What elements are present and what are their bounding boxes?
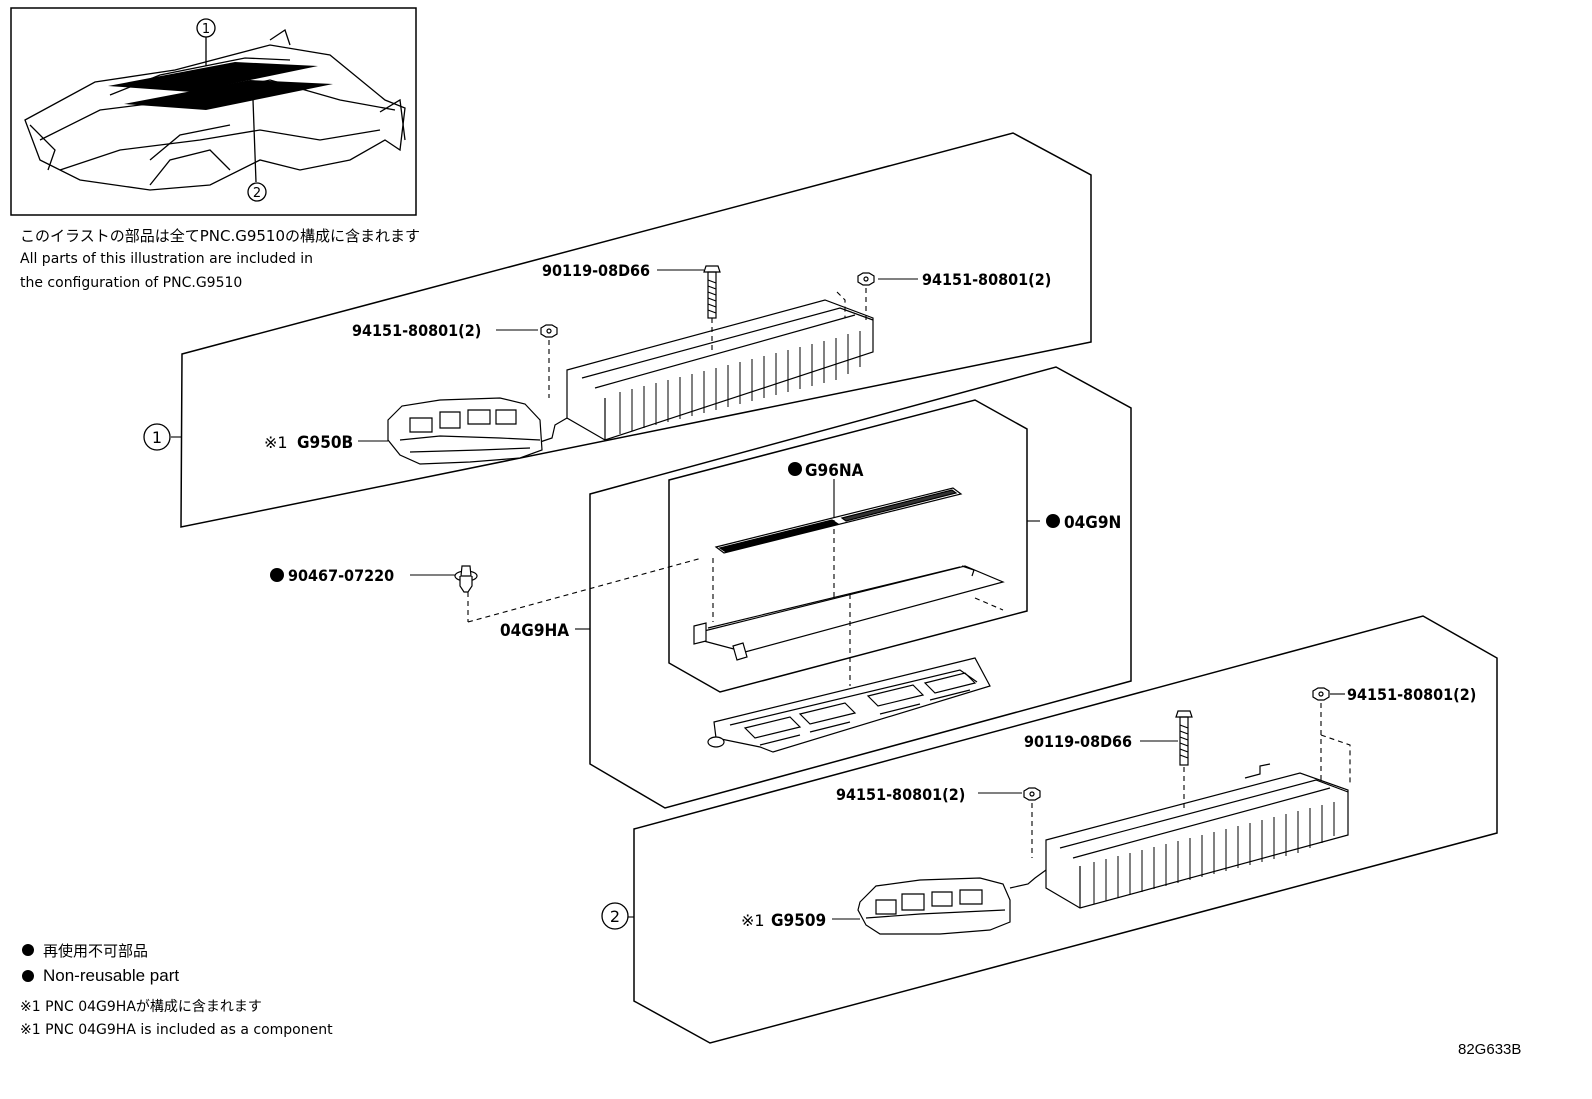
legend-dot-en [22,970,34,982]
group-1-nut-right-label: 94151-80801(2) [922,270,1051,289]
clip-nonreusable-dot [270,568,284,582]
group-2-module-label: G9509 [771,911,826,931]
tray-label: 04G9HA [500,621,569,641]
group-2-cell-fins [1093,802,1335,904]
group-1-nut-left-label: 94151-80801(2) [352,321,481,340]
group-2-nut-right-label: 94151-80801(2) [1347,685,1476,704]
group-1-nut-left [540,324,558,338]
group-2-module-prefix: ※1 [741,911,765,930]
note-en-line2: the configuration of PNC.G9510 [20,275,243,291]
group-1-assembly-lines [548,288,867,398]
group-1-bolt-label: 90119-08D66 [542,261,650,280]
legend-dot-jp [22,944,34,956]
inset-illustration [10,7,417,216]
seal-bracket [693,565,1005,661]
group-1-cell-fins [619,331,861,434]
kit-label: 04G9N [1064,513,1121,533]
note-jp: このイラストの部品は全てPNC.G9510の構成に含まれます [20,227,421,245]
legend-jp-nonreusable: 再使用不可部品 [43,942,149,960]
clip-part [454,565,478,593]
group-1-module-label: G950B [297,433,353,453]
group-1-callout-circle [143,423,171,451]
group-1-battery-stack [539,299,874,443]
group-2-assembly-lines [1031,703,1351,858]
group-1-nut-right [857,272,875,286]
tray-kit-box [589,366,1132,809]
legend-en-note1: ※1 PNC 04G9HA is included as a component [20,1022,333,1038]
group-2-bolt [1175,710,1193,766]
group-1-box [180,132,1092,528]
group-1-callout: 1 [152,428,162,447]
group-1-leaders [171,269,918,442]
group-2-callout: 2 [610,907,620,926]
figure-code: 82G633B [1458,1041,1522,1058]
group-1-bolt [703,265,721,319]
lower-tray [707,657,991,753]
group-2-nut-left [1023,787,1041,801]
legend-jp-note1: ※1 PNC 04G9HAが構成に含まれます [20,999,262,1015]
inset-callout-1-circle [196,18,216,38]
seal-kit-box [668,399,1028,693]
group-2-bolt-label: 90119-08D66 [1024,732,1132,751]
group-2-nut-right [1312,687,1330,701]
group-1-module-prefix: ※1 [264,433,288,452]
legend-en-nonreusable: Non-reusable part [43,966,180,985]
group-2-battery-stack [1009,763,1349,909]
group-1-control-module [387,397,543,465]
seal-nonreusable-dot [788,462,802,476]
inset-callout-1: 1 [202,22,210,37]
note-en-line1: All parts of this illustration are inclu… [20,251,314,267]
group-2-leaders [628,693,1345,920]
center-assembly-lines [467,520,1004,686]
center-leaders [410,479,1040,630]
clip-label: 90467-07220 [288,566,394,585]
group-2-control-module [857,877,1011,935]
kit-nonreusable-dot [1046,514,1060,528]
group-2-box [633,615,1498,1044]
seal-label: G96NA [805,461,864,481]
inset-callout-2: 2 [253,186,261,201]
group-2-callout-circle [601,902,629,930]
seal-strip [714,487,963,554]
inset-battery-stripes [108,62,333,110]
inset-callout-2-circle [247,182,267,202]
group-2-nut-left-label: 94151-80801(2) [836,785,965,804]
